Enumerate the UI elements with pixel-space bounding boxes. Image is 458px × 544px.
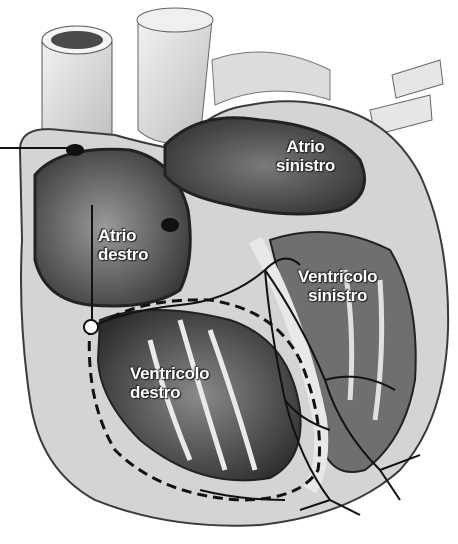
label-right-ventricle-line1: Ventricolo bbox=[130, 364, 209, 383]
label-right-ventricle: Ventricolo destro bbox=[130, 364, 209, 402]
coronary-sinus-opening bbox=[161, 218, 179, 232]
atrioventricular-node bbox=[84, 320, 98, 334]
label-right-atrium: Atrio destro bbox=[98, 226, 148, 264]
sinoatrial-node bbox=[66, 144, 84, 156]
label-left-atrium-line1: Atrio bbox=[276, 137, 335, 156]
label-left-atrium: Atrio sinistro bbox=[276, 137, 335, 175]
label-right-atrium-line1: Atrio bbox=[98, 226, 148, 245]
label-right-ventricle-line2: destro bbox=[130, 383, 209, 402]
label-left-ventricle-line1: Ventricolo bbox=[298, 267, 377, 286]
label-left-ventricle-line2: sinistro bbox=[298, 286, 377, 305]
label-left-atrium-line2: sinistro bbox=[276, 156, 335, 175]
label-right-atrium-line2: destro bbox=[98, 245, 148, 264]
pulmonary-veins bbox=[370, 60, 443, 135]
label-left-ventricle: Ventricolo sinistro bbox=[298, 267, 377, 305]
